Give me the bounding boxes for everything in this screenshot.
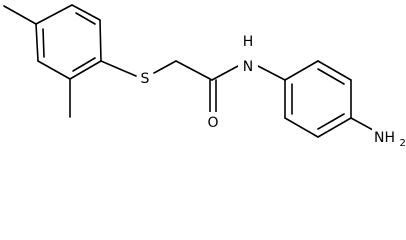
sulfur-label: S (141, 71, 150, 87)
bond-ring1-c1-c2 (71, 4, 101, 21)
bond-ring2-c4-c5 (317, 117, 352, 138)
amine-label: NH 2 (374, 130, 406, 149)
amine-label-bg (372, 124, 406, 148)
bond-ring2-to-amine (350, 117, 374, 131)
bond-ch2-to-carbonyl (175, 60, 213, 81)
bond-ring1-c6-c1 (35, 4, 73, 25)
molecule-structure: S O H N NH 2 (3, 4, 406, 149)
bond-ring1-c2-c3 (99, 19, 102, 62)
bond-n-to-ring2 (257, 65, 286, 81)
bond-s-to-ch2 (153, 60, 177, 74)
bond-ring1-c4-c5 (37, 60, 71, 80)
bond-ring1-c5-c6 (35, 23, 39, 62)
amide-label-bg (238, 35, 258, 73)
bond-ring1-inner-2 (72, 57, 96, 72)
bond-ring2-c2-c3 (317, 60, 352, 81)
amine-subscript: 2 (399, 138, 405, 149)
bond-methyl-para (3, 5, 37, 25)
bond-ring2-inner-2 (317, 113, 345, 130)
bond-ring1-inner-1 (75, 12, 96, 25)
sulfur-label-bg (139, 69, 152, 85)
bond-ring2-c5-c6 (284, 117, 319, 138)
oxygen-label-bg (205, 112, 222, 130)
oxygen-label: O (207, 115, 218, 131)
amide-hydrogen-label: H (243, 34, 254, 50)
bond-ring1-c3-c4 (69, 60, 102, 80)
amide-nitrogen-label: N (243, 59, 253, 75)
bond-carbonyl-to-n (211, 65, 239, 81)
amine-nh-text: NH (374, 130, 395, 146)
bond-ring2-inner-1 (317, 68, 345, 85)
bond-ring2-c1-c2 (284, 60, 319, 81)
bond-ring-to-s (100, 60, 137, 77)
bond-ring1-inner-3 (42, 28, 45, 58)
